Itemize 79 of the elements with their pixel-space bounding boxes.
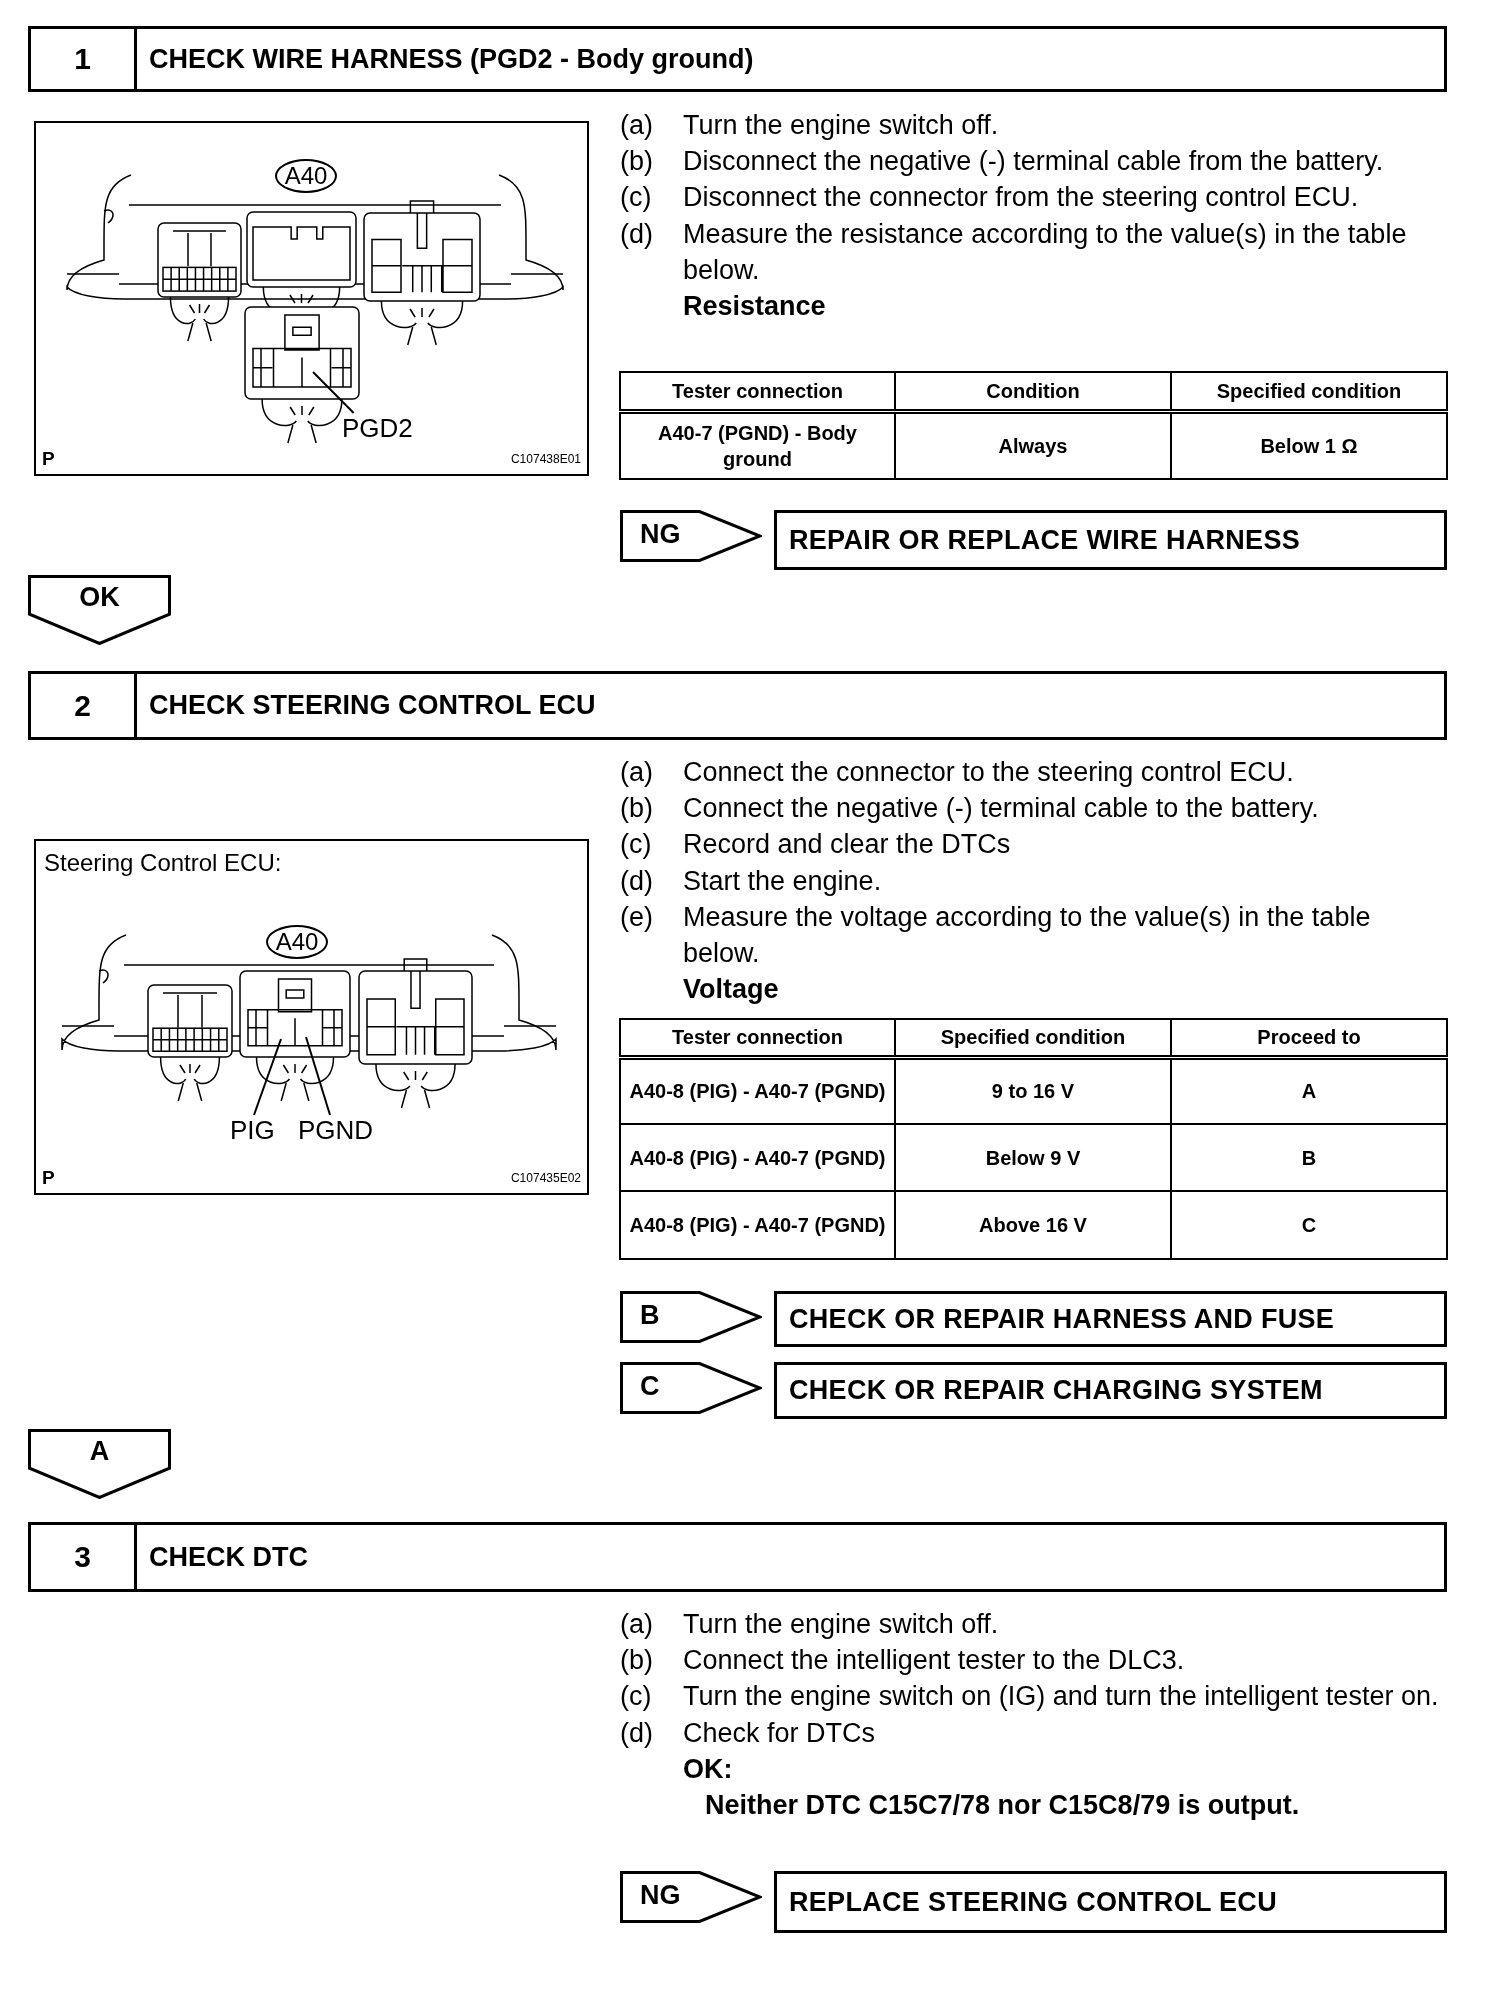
instruction-text: Disconnect the negative (-) terminal cable from the battery. bbox=[683, 145, 1385, 179]
column-header: Tester connection bbox=[620, 1019, 895, 1057]
step-letter: (c) bbox=[620, 1680, 653, 1714]
instruction-text: Connect the connector to the steering control ECU. bbox=[683, 756, 1295, 789]
connector-id-ellipse: A40 bbox=[275, 159, 337, 193]
step-letter: (c) bbox=[620, 828, 653, 862]
instruction-text: Disconnect the connector from the steering control ECU. bbox=[683, 181, 1360, 215]
illustration-frame bbox=[34, 839, 589, 1195]
figure-code: C107438E01 bbox=[510, 452, 581, 466]
panel-letter: P bbox=[42, 1167, 55, 1189]
instruction-text: Check for DTCs bbox=[683, 1716, 877, 1750]
instruction-text: Turn the engine switch off. bbox=[683, 1608, 1000, 1641]
column-header: Condition bbox=[895, 372, 1171, 411]
step-title: CHECK DTC bbox=[148, 1541, 308, 1573]
instruction-text: Connect the negative (-) terminal cable to the battery. bbox=[683, 792, 1320, 826]
table-value: Above 16 V bbox=[895, 1191, 1171, 1259]
table-value: 9 to 16 V bbox=[895, 1057, 1171, 1124]
panel-letter: P bbox=[42, 448, 55, 470]
leader-line bbox=[253, 1038, 282, 1116]
illustration-frame bbox=[34, 121, 589, 476]
result-heading: OK: bbox=[683, 1752, 734, 1786]
instruction-text: Turn the engine switch off. bbox=[683, 109, 1000, 142]
result-heading: Resistance bbox=[683, 290, 827, 323]
step-number: 2 bbox=[31, 674, 137, 737]
step-number: 3 bbox=[31, 1525, 137, 1589]
step-letter: (b) bbox=[620, 1644, 654, 1678]
step-letter: (d) bbox=[620, 1716, 654, 1750]
instruction-text: Measure the resistance according to the value(s) in the table below. bbox=[683, 217, 1408, 287]
connector-id-ellipse: A40 bbox=[266, 925, 328, 959]
result-box: REPAIR OR REPLACE WIRE HARNESS bbox=[774, 510, 1447, 570]
step-letter: (e) bbox=[620, 900, 654, 934]
illustration-caption: Steering Control ECU: bbox=[44, 849, 282, 877]
column-header: Specified condition bbox=[1171, 372, 1447, 411]
instruction-text: Start the engine. bbox=[683, 864, 883, 898]
result-heading: Voltage bbox=[683, 973, 780, 1007]
step-letter: (b) bbox=[620, 792, 654, 826]
table-value: A40-7 (PGND) - Body ground bbox=[620, 411, 895, 479]
branch-tag: B bbox=[620, 1291, 762, 1343]
instruction-text: Record and clear the DTCs bbox=[683, 828, 1012, 862]
column-header: Specified condition bbox=[895, 1019, 1171, 1057]
step-letter: (d) bbox=[620, 217, 654, 251]
table-value: Below 1 Ω bbox=[1171, 411, 1447, 479]
instruction-text: Connect the intelligent tester to the DLC3. bbox=[683, 1644, 1186, 1678]
table-value: A40-8 (PIG) - A40-7 (PGND) bbox=[620, 1191, 895, 1259]
table-value: A40-8 (PIG) - A40-7 (PGND) bbox=[620, 1057, 895, 1124]
step-title: CHECK WIRE HARNESS (PGD2 - Body ground) bbox=[148, 43, 754, 75]
table-value: C bbox=[1171, 1191, 1447, 1259]
leader-line bbox=[305, 1036, 331, 1116]
step-letter: (b) bbox=[620, 145, 654, 179]
table-value: A40-8 (PIG) - A40-7 (PGND) bbox=[620, 1124, 895, 1191]
result-box: CHECK OR REPAIR CHARGING SYSTEM bbox=[774, 1362, 1447, 1419]
branch-tag: NG bbox=[620, 1871, 762, 1923]
instruction-text: Turn the engine switch on (IG) and turn the intelligent tester on. bbox=[683, 1680, 1440, 1714]
branch-tag: C bbox=[620, 1362, 762, 1414]
result-box: CHECK OR REPAIR HARNESS AND FUSE bbox=[774, 1291, 1447, 1347]
step-letter: (a) bbox=[620, 109, 654, 142]
result-box: REPLACE STEERING CONTROL ECU bbox=[774, 1871, 1447, 1933]
column-header: Proceed to bbox=[1171, 1019, 1447, 1057]
result-tag: OK bbox=[28, 575, 171, 645]
step-letter: (c) bbox=[620, 181, 653, 215]
result-heading: Neither DTC C15C7/78 nor C15C8/79 is output. bbox=[705, 1789, 1301, 1822]
table-value: Below 9 V bbox=[895, 1124, 1171, 1191]
step-number: 1 bbox=[31, 29, 137, 89]
figure-code: C107435E02 bbox=[510, 1171, 581, 1185]
column-header: Tester connection bbox=[620, 372, 895, 411]
table-value: A bbox=[1171, 1057, 1447, 1124]
branch-tag: NG bbox=[620, 510, 762, 562]
step-letter: (a) bbox=[620, 756, 654, 789]
pin-label: PGD2 bbox=[342, 413, 420, 443]
result-tag: A bbox=[28, 1429, 171, 1499]
pin-label: PGND bbox=[298, 1115, 378, 1145]
step-letter: (d) bbox=[620, 864, 654, 898]
pin-label: PIG bbox=[230, 1115, 278, 1145]
step-letter: (a) bbox=[620, 1608, 654, 1641]
instruction-text: Measure the voltage according to the value(s) in the table below. bbox=[683, 900, 1372, 970]
leader-line bbox=[312, 371, 355, 414]
step-title: CHECK STEERING CONTROL ECU bbox=[148, 690, 596, 721]
table-value: B bbox=[1171, 1124, 1447, 1191]
table-value: Always bbox=[895, 411, 1171, 479]
